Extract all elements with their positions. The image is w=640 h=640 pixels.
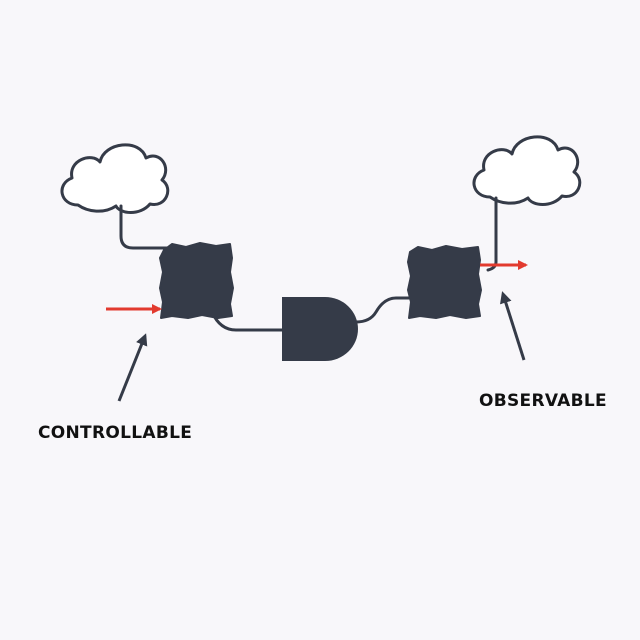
controllable-label: CONTROLLABLE <box>38 423 193 443</box>
and-gate-icon <box>282 297 358 361</box>
wire <box>119 204 170 250</box>
cloud-icon <box>472 135 582 206</box>
flip-flop-icon <box>407 245 482 319</box>
wire <box>354 296 418 324</box>
controllable-pointer-arrow <box>117 333 148 402</box>
observable-label: OBSERVABLE <box>479 391 607 411</box>
observable-pointer-arrow <box>500 291 526 361</box>
wire <box>486 196 498 272</box>
flip-flop-icon <box>159 242 234 319</box>
cloud-icon <box>60 143 170 214</box>
